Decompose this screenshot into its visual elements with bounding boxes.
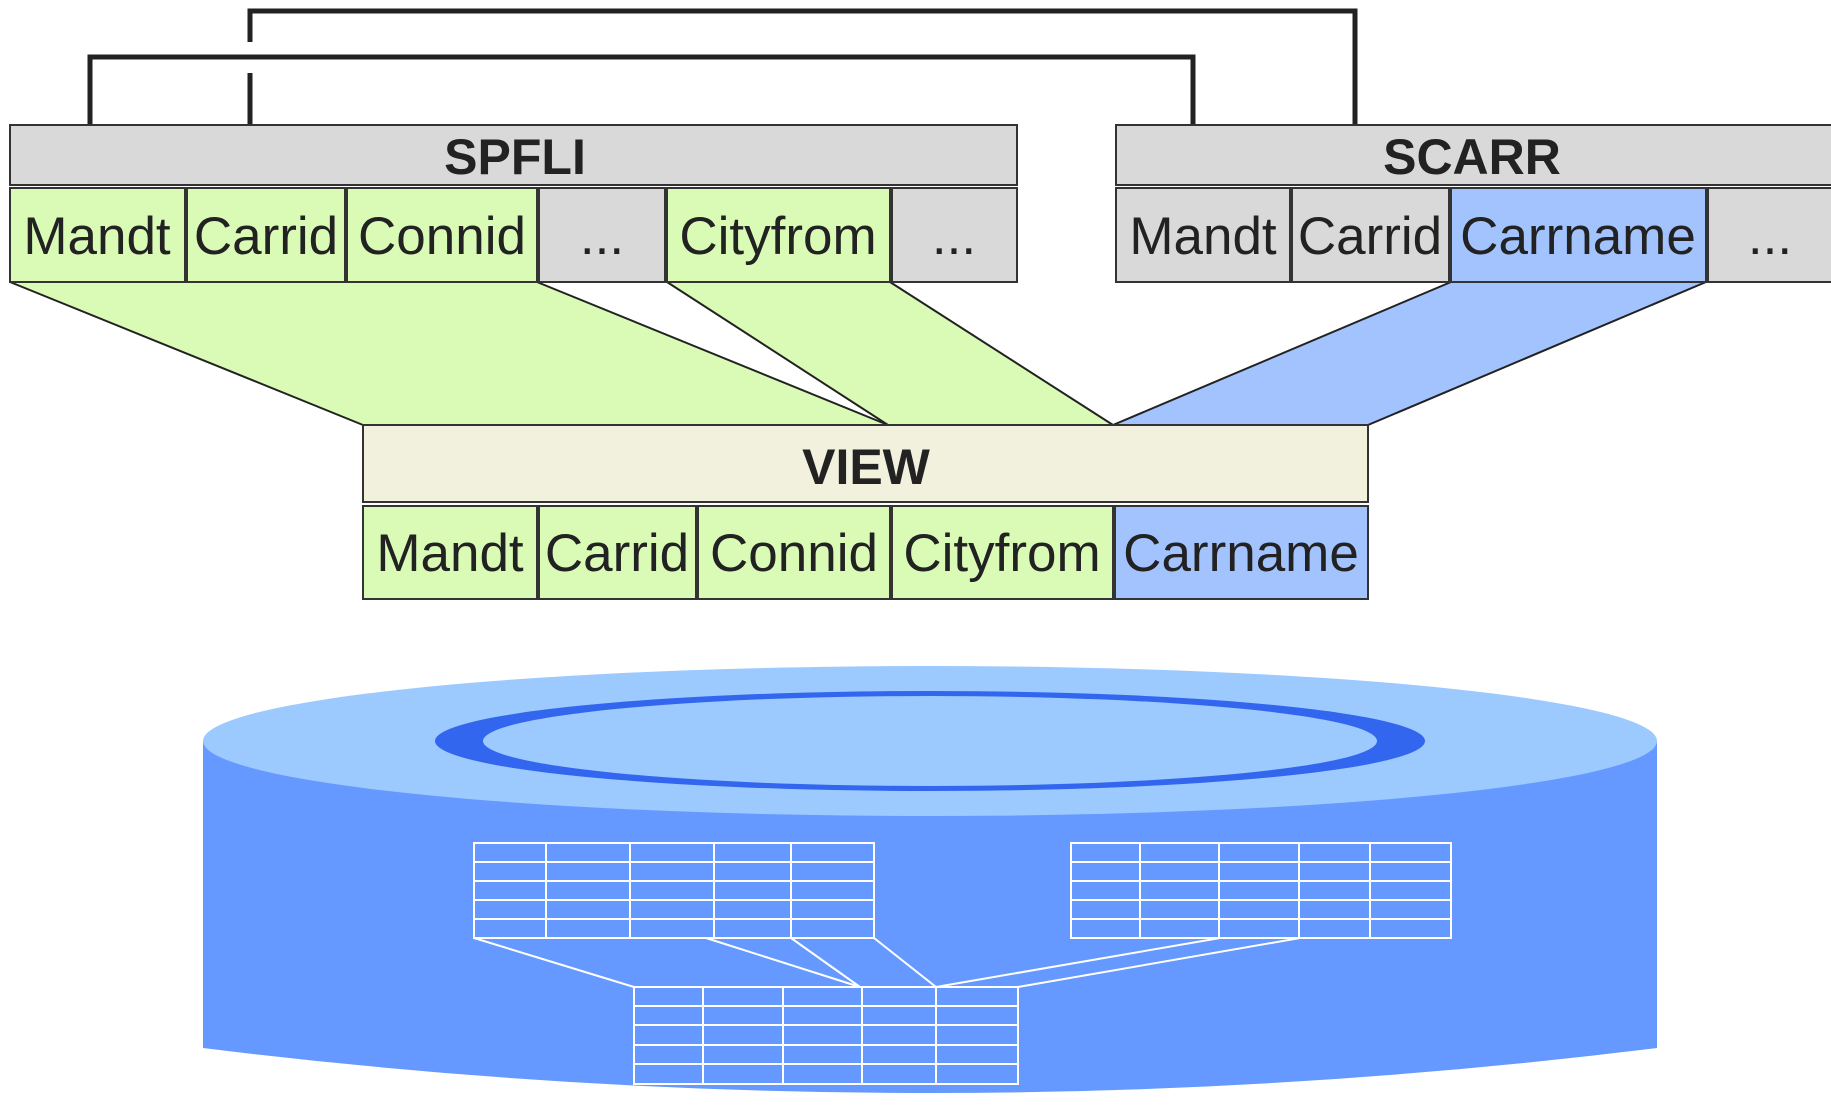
table-header <box>1115 124 1831 186</box>
mini-table <box>473 842 875 939</box>
field-ellipsis: ... <box>1748 207 1792 266</box>
field-connid: Connid <box>358 207 526 266</box>
table-scarr: SCARR Mandt Carrid Carrname ... <box>1115 124 1831 283</box>
field-carrname: Carrname <box>1460 207 1696 266</box>
mini-table <box>1070 842 1452 939</box>
field-cityfrom: Cityfrom <box>903 524 1100 583</box>
table-view: VIEW Mandt Carrid Connid Cityfrom Carrna… <box>362 424 1369 600</box>
field-connid: Connid <box>710 524 878 583</box>
table-title: SPFLI <box>444 129 586 185</box>
field-carrname: Carrname <box>1123 524 1359 583</box>
mini-projection-lines <box>473 937 1301 988</box>
funnel-scarr-carrname <box>1113 282 1706 425</box>
field-mandt: Mandt <box>1129 207 1277 266</box>
table-header <box>362 424 1369 503</box>
database-icon <box>203 666 1657 1093</box>
funnel-spfli-cityfrom <box>667 282 1113 425</box>
field-carrid: Carrid <box>545 524 689 583</box>
field-ellipsis: ... <box>580 207 624 266</box>
field-carrid: Carrid <box>1298 207 1442 266</box>
join-line-carrid <box>247 8 1358 155</box>
field-cityfrom: Cityfrom <box>679 207 876 266</box>
table-title: SCARR <box>1383 129 1561 185</box>
table-title: VIEW <box>802 439 931 495</box>
field-ellipsis: ... <box>932 207 976 266</box>
funnel-spfli-keys <box>10 282 888 425</box>
field-mandt: Mandt <box>23 207 171 266</box>
join-line-mandt <box>87 54 1196 155</box>
projection-funnels <box>9 281 1707 426</box>
mini-table <box>633 986 1019 1085</box>
table-header <box>9 124 1018 186</box>
field-carrid: Carrid <box>194 207 338 266</box>
table-spfli: SPFLI Mandt Carrid Connid ... Cityfrom .… <box>9 124 1018 283</box>
field-mandt: Mandt <box>376 524 524 583</box>
